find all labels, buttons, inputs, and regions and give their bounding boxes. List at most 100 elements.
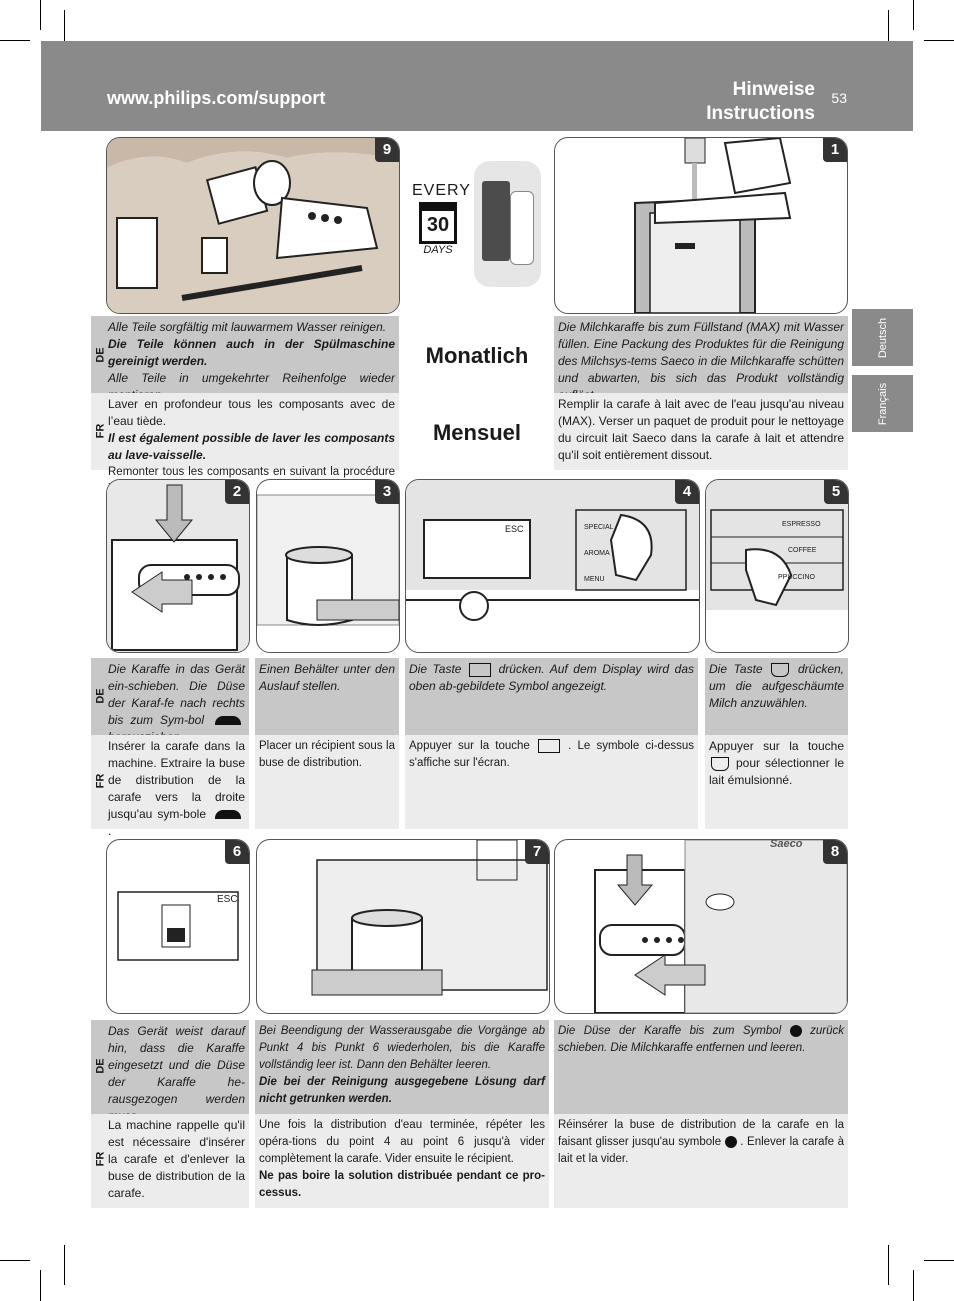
crop-mark [924, 40, 954, 41]
text-part: Die Taste [409, 662, 462, 676]
text-part: Die Düse der Karaffe bis zum Symbol [558, 1025, 782, 1037]
step-number: 9 [375, 138, 399, 162]
text-line: Laver en profondeur tous les composants … [108, 397, 395, 428]
title-de: Hinweise [732, 79, 815, 100]
step-8-illustration: Saeco 8 [554, 839, 848, 1014]
step-9-de-text: Alle Teile sorgfältig mit lauwarmem Wass… [91, 316, 399, 402]
step-number: 4 [675, 480, 699, 504]
step-2-illustration: 2 [106, 479, 250, 653]
step-4-fr-text: Appuyer sur la touche . Le symbole ci-de… [405, 735, 698, 829]
tab-deutsch-label: Deutsch [876, 317, 889, 358]
filled-circle-icon [789, 1024, 802, 1037]
filled-circle-icon [724, 1135, 737, 1148]
step-number: 2 [225, 480, 249, 504]
step-8-de-text: Die Düse der Karaffe bis zum Symbol zurü… [554, 1020, 848, 1114]
text-line: Bei Beendigung der Wasserausgabe die Vor… [259, 1025, 545, 1071]
text-part: Die Taste [709, 662, 763, 676]
special-button-icon [537, 738, 560, 753]
panel-label-espresso: ESPRESSO [782, 521, 821, 528]
tab-francais[interactable]: Français [852, 375, 913, 432]
text-bold: Die Teile können auch in der Spülmaschin… [108, 337, 395, 368]
panel-label-aroma: AROMA [584, 550, 610, 557]
monthly-de: Monatlich [425, 343, 529, 368]
step-3-fr-text: Placer un récipient sous la buse de dist… [255, 735, 399, 829]
carafe-fill-drawing [634, 138, 792, 313]
text-part: drücken, um die aufgeschäumte Milch anzu… [709, 662, 844, 710]
crop-mark [64, 1245, 65, 1285]
screen-prompt-drawing [117, 891, 239, 961]
step-5-de-text: Die Taste drücken, um die aufgeschäumte … [705, 658, 848, 735]
lang-label-de: DE [94, 1058, 107, 1074]
text-part: Appuyer sur la touche [709, 739, 844, 753]
text-part: . [108, 824, 112, 838]
brand-logo: Saeco [770, 839, 803, 850]
step-4-de-text: Die Taste drücken. Auf dem Display wird … [405, 658, 698, 735]
step-1-fr-text: Remplir la carafe à lait avec de l'eau j… [554, 393, 848, 470]
step-3-de-text: Einen Behälter unter den Auslauf stellen… [255, 658, 399, 735]
every-label: EVERY [412, 182, 471, 199]
lang-label-de: DE [94, 347, 107, 363]
page-header: www.philips.com/support Hinweise Instruc… [41, 41, 913, 131]
text-part: drücken. Auf dem Display wird das oben a… [409, 662, 694, 693]
control-panel-drawing [406, 480, 699, 621]
step-2-de-text: Die Karaffe in das Gerät ein-schieben. D… [91, 658, 249, 744]
lang-label-de: DE [94, 688, 107, 704]
days-label: DAYS [423, 244, 453, 256]
step-2-fr-text: Insérer la carafe dans la machine. Extra… [91, 735, 249, 838]
panel-label-menu: MENU [584, 576, 605, 583]
tab-francais-label: Français [876, 382, 889, 425]
step-4-illustration: ESC SPECIAL AROMA MENU 4 [405, 479, 700, 653]
step-number: 3 [375, 480, 399, 504]
step-8-fr-text: Réinsérer la buse de distribution de la … [554, 1114, 848, 1208]
panel-label-cappuccino: PPUCCINO [778, 574, 815, 581]
monthly-fr: Mensuel [432, 420, 522, 445]
step-number: 6 [225, 840, 249, 864]
step-7-illustration: 7 [256, 839, 550, 1014]
step-1-de-text: Die Milchkaraffe bis zum Füllstand (MAX)… [554, 316, 848, 402]
text-part: pour sélectionner le lait émulsionné. [709, 756, 844, 787]
carafe-remove-drawing [594, 840, 847, 1013]
carafe-nozzle-icon [215, 716, 241, 726]
text-bold: Il est également possible de laver les c… [108, 431, 395, 462]
container-drawing [257, 494, 399, 626]
step-1-illustration: 1 [554, 137, 848, 314]
milk-cup-icon [711, 756, 729, 771]
machine-with-container-drawing [311, 840, 548, 996]
crop-mark [913, 0, 914, 30]
crop-mark [924, 1260, 954, 1261]
crop-mark [888, 1245, 889, 1285]
crop-mark [40, 1270, 41, 1301]
text-part: Die Karaffe in das Gerät ein-schieben. D… [108, 662, 245, 727]
carafe-nozzle-icon [215, 810, 241, 820]
crop-mark [0, 40, 30, 41]
support-url[interactable]: www.philips.com/support [107, 88, 326, 108]
title-en: Instructions [706, 103, 815, 124]
text-part: Insérer la carafe dans la machine. Extra… [108, 739, 245, 821]
tab-deutsch[interactable]: Deutsch [852, 309, 913, 366]
panel-label-special: SPECIAL [584, 524, 614, 531]
page-title: Hinweise Instructions [706, 78, 815, 126]
step-9-fr-text: Laver en profondeur tous les composants … [91, 393, 399, 495]
text-part: zurück schieben. Die Milchkaraffe entfer… [558, 1025, 845, 1054]
days-number: 30 [426, 214, 450, 236]
crop-mark [0, 1260, 30, 1261]
text-line: Alle Teile sorgfältig mit lauwarmem Wass… [108, 320, 387, 334]
text-bold: Die bei der Reinigung ausgegebene Lösung… [259, 1076, 545, 1105]
step-9-illustration: 9 [106, 137, 400, 314]
screen-esc-label: ESC [217, 894, 238, 905]
cleaning-product-image [474, 161, 541, 287]
text-bold: Ne pas boire la solution distribuée pend… [259, 1170, 545, 1199]
text-part: . Le symbole ci-dessus s'affiche sur l'é… [409, 740, 694, 769]
step-6-de-text: Das Gerät weist darauf hin, dass die Kar… [91, 1020, 249, 1123]
crop-mark [913, 1270, 914, 1301]
text-line: Une fois la distribution d'eau terminée,… [259, 1119, 545, 1165]
step-6-fr-text: La machine rappelle qu'il est nécessaire… [91, 1114, 249, 1208]
selector-panel-drawing [706, 480, 848, 610]
special-button-icon [469, 662, 492, 677]
crop-mark [40, 0, 41, 30]
page-number: 53 [831, 90, 847, 106]
crop-mark [64, 10, 65, 50]
step-6-illustration: ESC 6 [106, 839, 250, 1014]
step-number: 7 [525, 840, 549, 864]
step-number: 5 [824, 480, 848, 504]
